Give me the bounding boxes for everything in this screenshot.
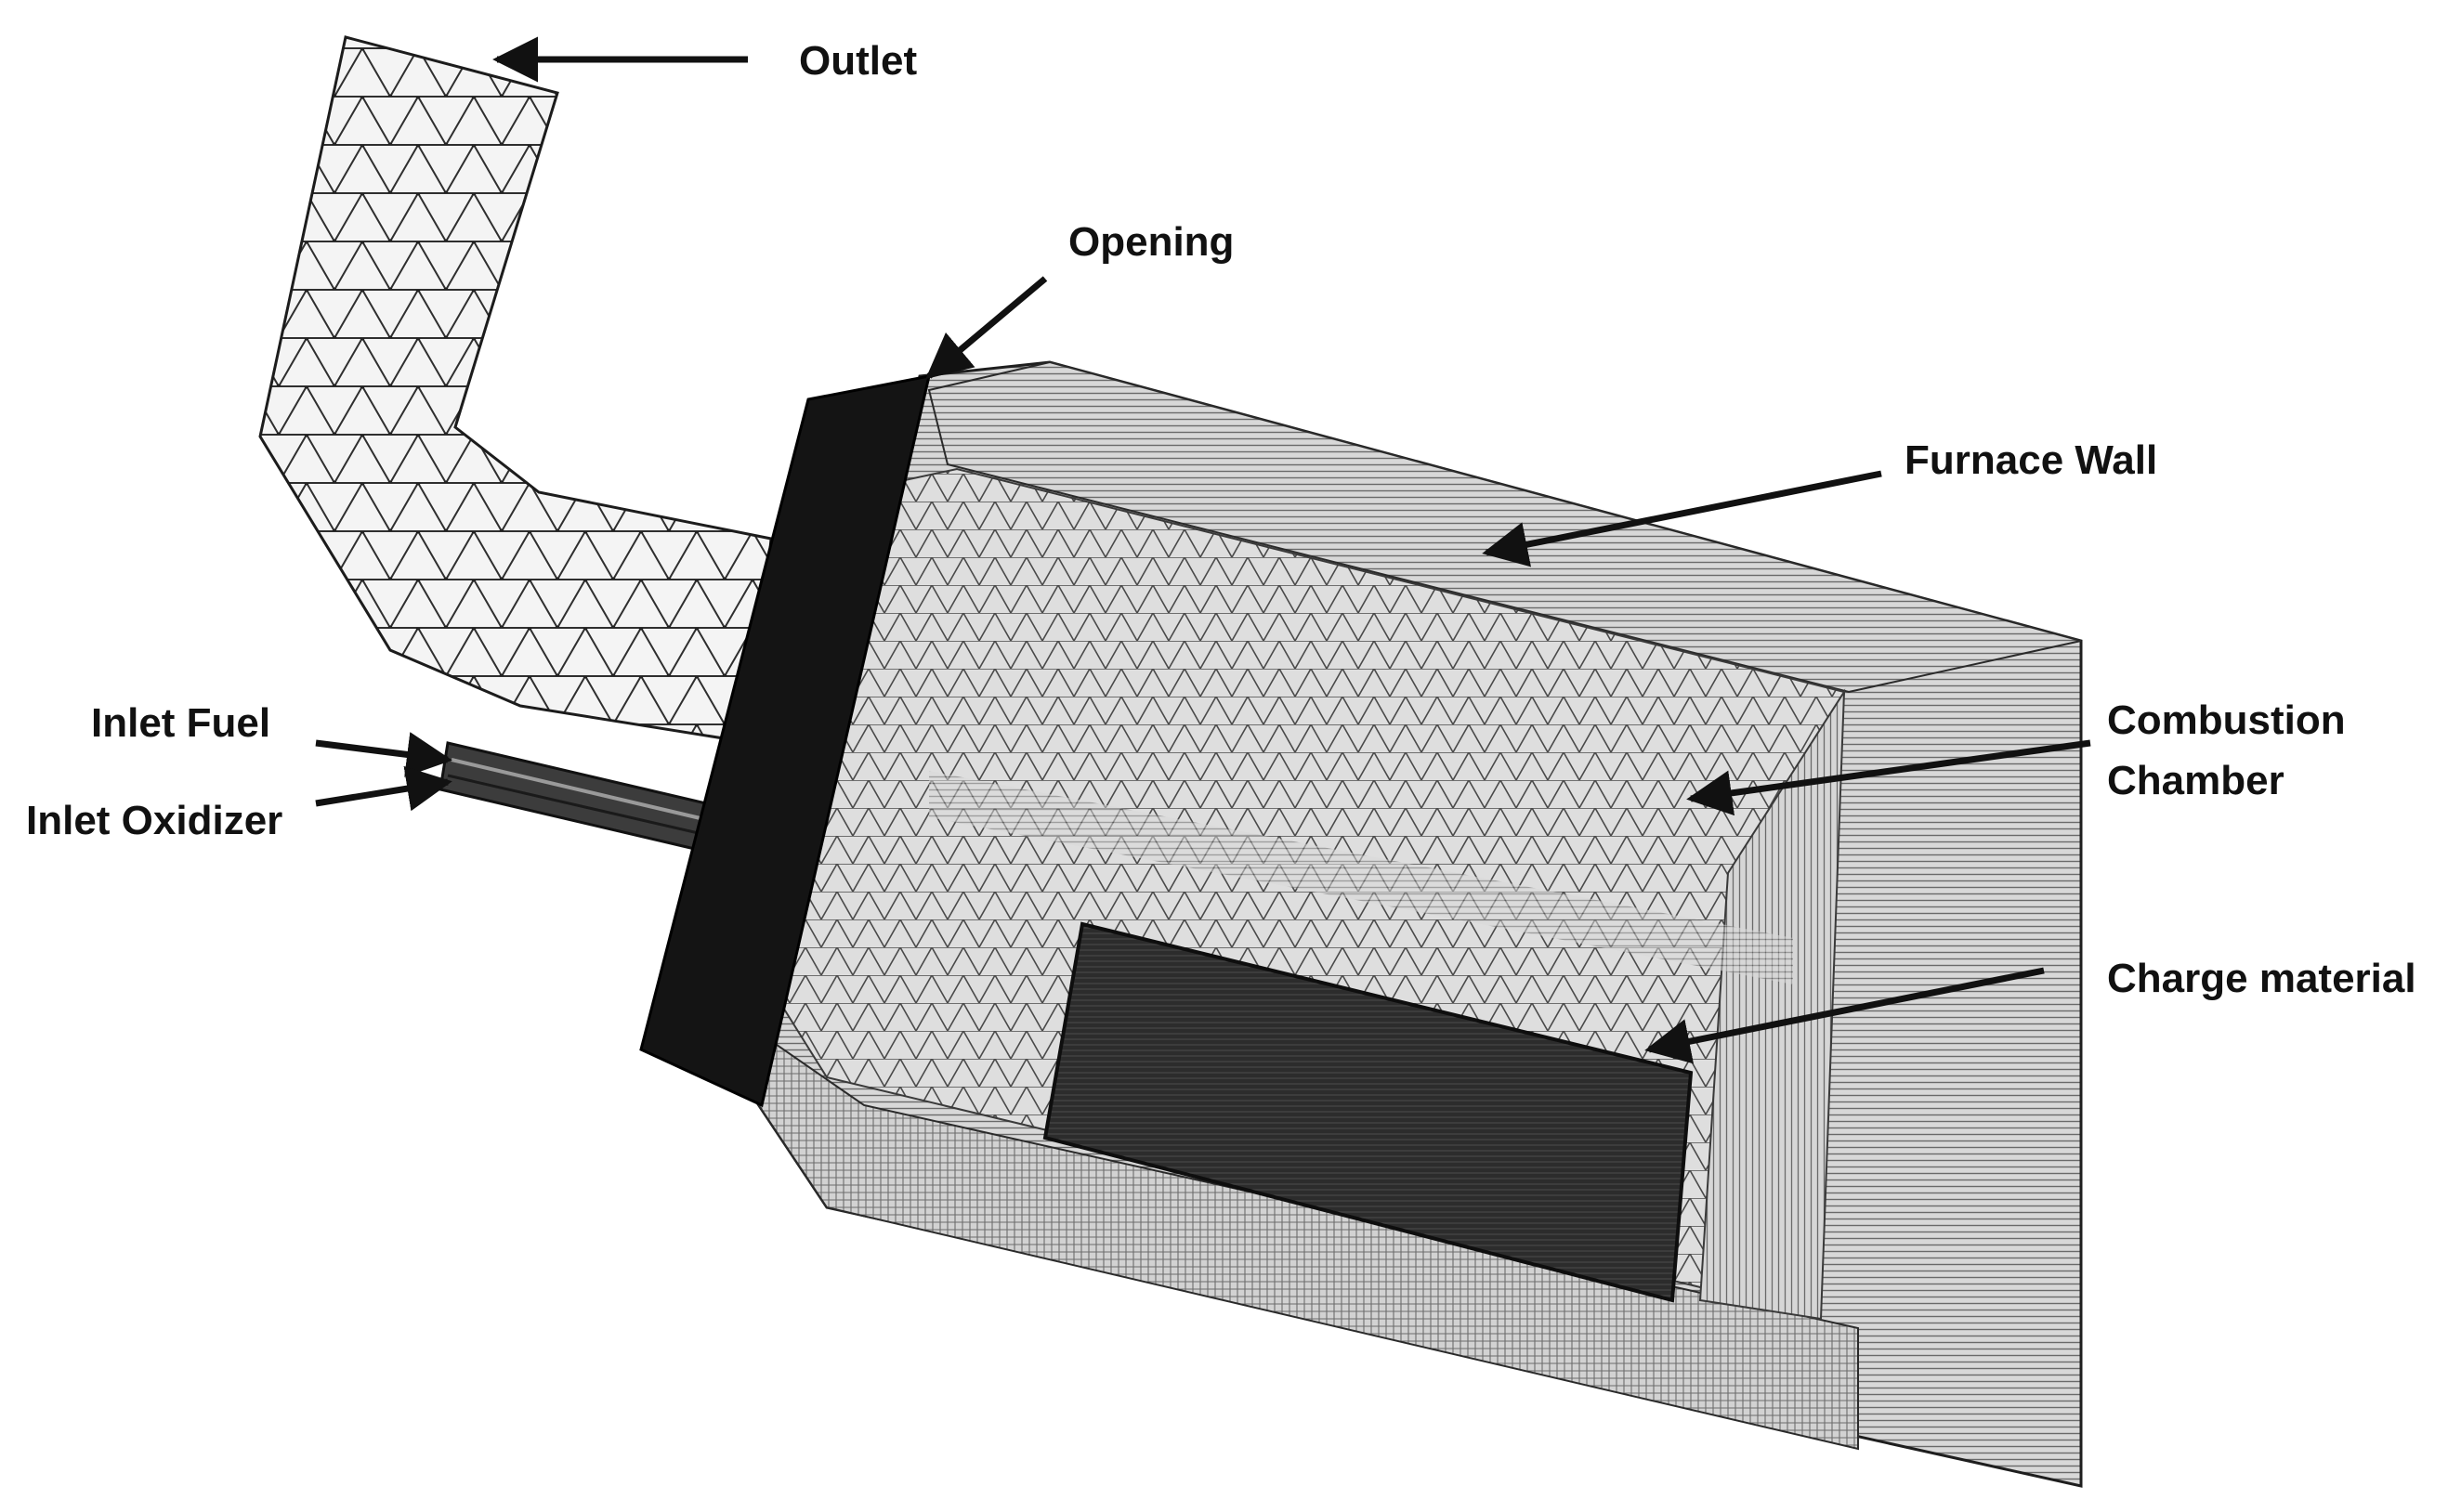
outlet-duct [258,35,773,745]
label-inlet-fuel: Inlet Fuel [91,700,270,746]
label-charge-material: Charge material [2107,956,2416,1001]
charge-material-block [1042,921,1694,1303]
opening-plate [639,374,931,1108]
furnace-body [741,360,2083,1488]
inlet-pipe [439,741,708,852]
arrow-inlet-oxidizer [315,765,452,812]
arrow-inlet-fuel [315,732,452,777]
label-outlet: Outlet [799,38,917,84]
label-opening: Opening [1068,219,1234,265]
label-inlet-oxidizer: Inlet Oxidizer [26,798,282,843]
arrow-combustion-chamber [1686,739,2091,816]
label-furnace-wall: Furnace Wall [1905,437,2157,483]
arrow-charge-material [1644,967,2045,1064]
arrow-opening [925,276,1048,380]
label-combustion-line1: Combustion [2107,697,2346,743]
label-combustion-line2: Chamber [2107,758,2284,803]
arrow-furnace-wall [1482,470,1882,567]
